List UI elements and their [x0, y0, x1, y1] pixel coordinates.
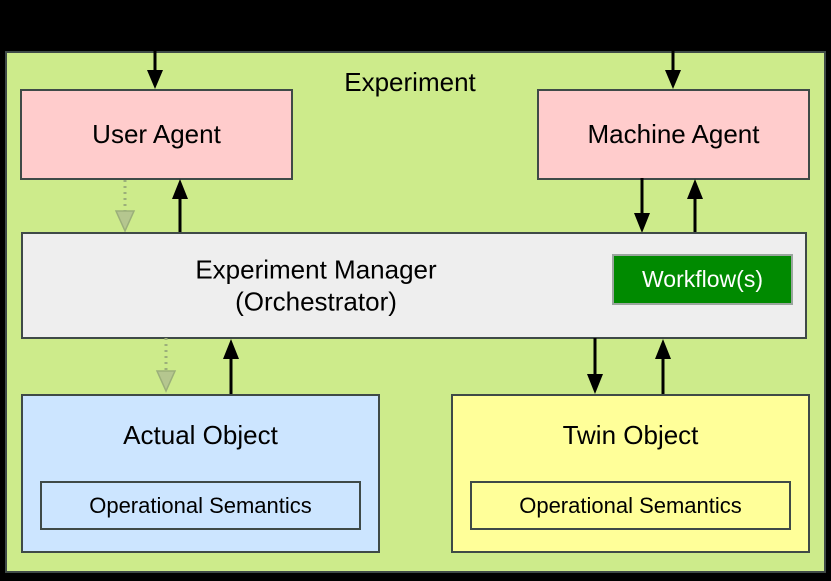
experiment-title-label: Experiment: [344, 67, 476, 97]
twin-object-title: Twin Object: [562, 420, 699, 450]
workflows-box: Workflow(s): [612, 254, 793, 305]
workflows-label: Workflow(s): [642, 265, 763, 292]
user-agent-label: User Agent: [92, 119, 221, 150]
twin-object-operational-semantics-label: Operational Semantics: [519, 492, 742, 518]
twin-object-box: Twin Object Operational Semantics: [451, 394, 810, 553]
machine-agent-label: Machine Agent: [587, 119, 760, 150]
actual-object-title: Actual Object: [123, 420, 278, 450]
experiment-manager-subtitle: (Orchestrator): [235, 286, 397, 317]
actual-object-operational-semantics-label: Operational Semantics: [89, 492, 312, 518]
actual-object-box: Actual Object Operational Semantics: [21, 394, 380, 553]
actual-object-operational-semantics-box: Operational Semantics: [40, 481, 361, 530]
machine-agent-box: Machine Agent: [537, 89, 810, 180]
experiment-manager-title: Experiment Manager: [195, 254, 437, 284]
user-agent-box: User Agent: [20, 89, 293, 180]
twin-object-operational-semantics-box: Operational Semantics: [470, 481, 791, 530]
experiment-manager-label: Experiment Manager (Orchestrator): [23, 253, 609, 318]
experiment-manager-box: Experiment Manager (Orchestrator) Workfl…: [21, 232, 807, 339]
